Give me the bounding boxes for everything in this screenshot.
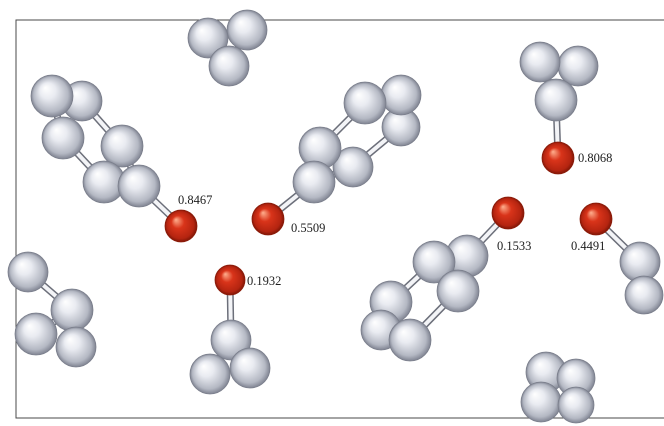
- carbon-atom: [100, 124, 144, 168]
- oxygen-value-label: 0.1533: [497, 239, 531, 253]
- molecule-bottom-center: 0.1932: [189, 264, 281, 395]
- carbon-atom: [117, 164, 161, 208]
- carbon-atom: [412, 240, 456, 284]
- carbon-atom: [436, 269, 480, 313]
- oxygen-value-label: 0.8467: [178, 193, 212, 207]
- carbon-atom: [332, 146, 374, 188]
- oxygen-atom: [164, 209, 198, 243]
- oxygen-value-label: 0.1932: [247, 274, 281, 288]
- molecule-center: 0.5509: [251, 74, 422, 236]
- molecule-top-left: 0.8467: [30, 74, 212, 243]
- molecule-right-edge: 0.4491: [571, 202, 664, 315]
- cell-frame: [15, 19, 664, 419]
- oxygen-atom: [214, 264, 246, 296]
- carbon-atom: [624, 275, 664, 315]
- carbon-atom: [343, 81, 387, 125]
- oxygen-atom: [491, 196, 525, 230]
- carbon-atom: [557, 386, 595, 424]
- carbon-atom: [55, 326, 97, 368]
- oxygen-atom: [579, 202, 613, 236]
- carbon-atom: [208, 45, 250, 87]
- carbon-atom: [520, 381, 562, 423]
- carbon-atom: [41, 116, 85, 160]
- carbon-atom: [30, 74, 74, 118]
- molecule-right-center: 0.1533: [360, 196, 531, 362]
- oxygen-atom: [251, 202, 285, 236]
- carbon-atom: [189, 353, 231, 395]
- carbon-atom: [7, 251, 49, 293]
- carbon-atom: [380, 74, 422, 116]
- oxygen-value-label: 0.5509: [291, 221, 325, 235]
- molecule-layer: 0.8467 0.5509 0.8068 0.1932 0.1533 0.4491: [7, 9, 664, 424]
- molecule-top-right: 0.8068: [519, 41, 612, 175]
- oxygen-value-label: 0.4491: [571, 239, 605, 253]
- carbon-atom: [619, 241, 661, 283]
- molecule-top-center: [187, 9, 268, 87]
- carbon-atom: [226, 9, 268, 51]
- molecule-bottom-right: [520, 351, 596, 424]
- carbon-atom: [50, 288, 94, 332]
- oxygen-atom: [541, 141, 575, 175]
- carbon-atom: [187, 17, 229, 59]
- oxygen-value-label: 0.8068: [578, 151, 612, 165]
- carbon-atom: [14, 312, 58, 356]
- carbon-atom: [229, 347, 271, 389]
- carbon-atom: [388, 318, 432, 362]
- carbon-atom: [534, 78, 578, 122]
- carbon-atom: [519, 41, 561, 83]
- molecule-left-lower: [7, 251, 97, 368]
- carbon-atom: [292, 160, 336, 204]
- carbon-atom: [557, 45, 599, 87]
